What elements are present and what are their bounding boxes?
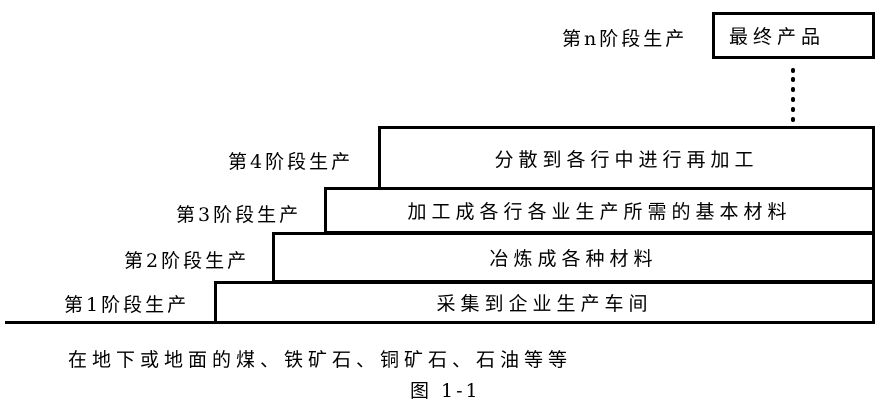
stage-2-label: 第2阶段生产 (124, 250, 250, 272)
stage-1-label: 第1阶段生产 (64, 294, 190, 316)
stage-1-content: 采集到企业生产车间 (436, 293, 653, 315)
stage-4-label: 第4阶段生产 (228, 151, 354, 173)
ground-line (5, 321, 875, 324)
connector-dot (791, 68, 795, 73)
connector-dot (791, 77, 795, 82)
connector-dot (791, 97, 795, 102)
stage-1-box: 采集到企业生产车间 (214, 281, 875, 324)
stage-n-label: 第n阶段生产 (562, 28, 688, 50)
connector-dot (791, 107, 795, 112)
stage-3-box: 加工成各行各业生产所需的基本材料 (324, 187, 875, 234)
stage-4-content: 分散到各行中进行再加工 (494, 148, 759, 171)
stage-2-box: 冶炼成各种材料 (272, 232, 875, 283)
connector-dot (791, 117, 795, 122)
stage-3-content: 加工成各行各业生产所需的基本材料 (407, 201, 792, 223)
stage-2-content: 冶炼成各种材料 (489, 248, 658, 270)
base-resources-text: 在地下或地面的煤、铁矿石、铜矿石、石油等等 (68, 349, 573, 371)
stage-n-box: 最终产品 (712, 12, 875, 59)
figure-caption: 图 1-1 (410, 380, 481, 402)
stage-n-content: 最终产品 (729, 26, 826, 48)
stage-4-box: 分散到各行中进行再加工 (378, 126, 875, 190)
stage-3-label: 第3阶段生产 (176, 204, 302, 226)
connector-dot (791, 87, 795, 92)
